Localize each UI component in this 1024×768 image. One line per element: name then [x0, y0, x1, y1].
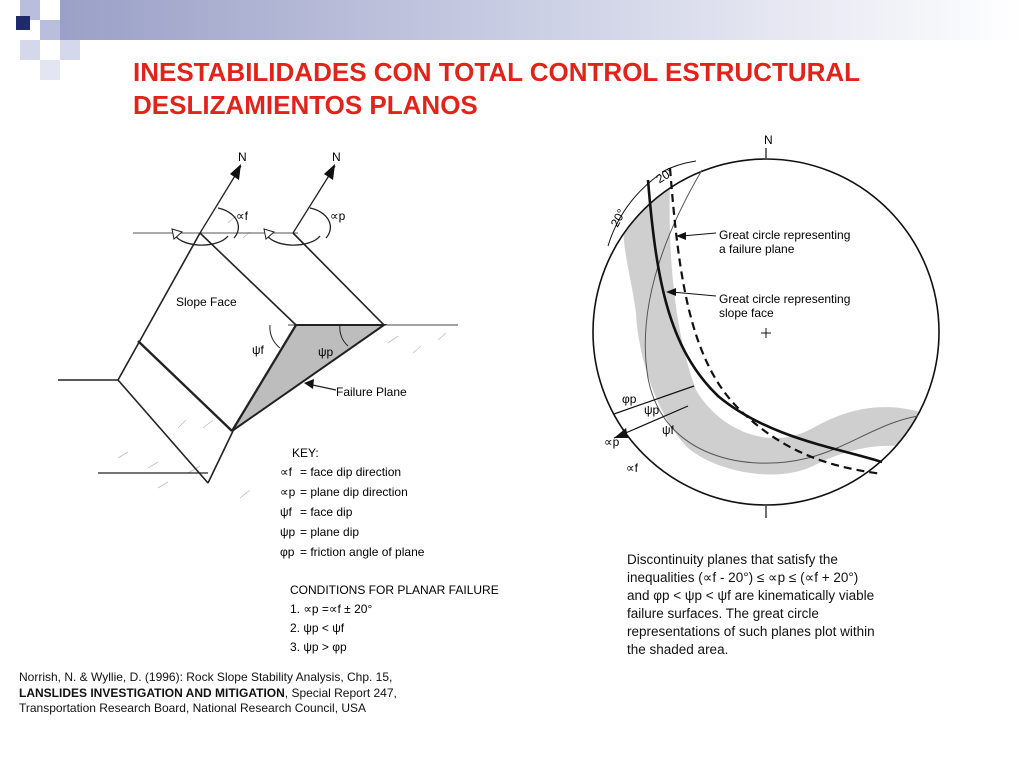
- caption-line: the shaded area.: [627, 642, 729, 657]
- deco-square: [0, 0, 20, 20]
- deco-square: [60, 40, 80, 60]
- deco-square: [20, 40, 40, 60]
- caption-line: inequalities (∝f - 20°) ≤ ∝p ≤ (∝f + 20°…: [627, 570, 859, 585]
- page-title: INESTABILIDADES CON TOTAL CONTROL ESTRUC…: [133, 56, 860, 122]
- deco-square: [40, 0, 60, 20]
- caption-line: failure surfaces. The great circle: [627, 606, 819, 621]
- source-citation: Norrish, N. & Wyllie, D. (1996): Rock Sl…: [19, 670, 489, 717]
- slope-face-great-circle: [646, 179, 883, 464]
- title-line-1: INESTABILIDADES CON TOTAL CONTROL ESTRUC…: [133, 57, 861, 87]
- key-text: = face dip direction: [300, 465, 401, 479]
- citation-line-1: Norrish, N. & Wyllie, D. (1996): Rock Sl…: [19, 670, 393, 684]
- key-symbol: ∝f: [280, 465, 293, 479]
- citation-line-3: Transportation Research Board, National …: [19, 701, 367, 715]
- failure-plane-label-line-1: Great circle representing: [719, 228, 850, 242]
- north-label-2: N: [332, 150, 341, 164]
- phi-p-label: φp: [622, 392, 637, 406]
- alpha-f-label: ∝f: [626, 461, 639, 475]
- key-list: ∝f = face dip direction ∝p = plane dip d…: [280, 465, 425, 559]
- key-text: = plane dip: [300, 525, 359, 539]
- caption-line: Discontinuity planes that satisfy the: [627, 552, 838, 567]
- failure-plane-great-circle: [668, 167, 883, 476]
- north-label-1: N: [238, 150, 247, 164]
- stereonet-diagram: N 20° 20° Great circle representing a fa…: [592, 133, 940, 518]
- key-symbol: ∝p: [280, 485, 296, 499]
- alpha-f-label: ∝f: [236, 209, 249, 223]
- psi-f-label: ψf: [662, 423, 675, 437]
- north-label: N: [764, 133, 773, 147]
- deco-square: [40, 20, 60, 40]
- condition-1: 1. ∝p =∝f ± 20°: [290, 602, 372, 616]
- caption-line: and φp < ψp < ψf are kinematically viabl…: [627, 588, 875, 603]
- slope-face-label-line-1: Great circle representing: [719, 292, 850, 306]
- conditions-heading: CONDITIONS FOR PLANAR FAILURE: [290, 583, 499, 597]
- condition-3: 3. ψp > φp: [290, 640, 347, 654]
- alpha-p-label: ∝p: [604, 435, 620, 449]
- key-text: = face dip: [300, 505, 353, 519]
- deco-square-dark: [16, 16, 30, 30]
- slope-face-label: Slope Face: [176, 295, 237, 309]
- key-symbol: ψf: [280, 505, 293, 519]
- failure-plane-label-line-2: a failure plane: [719, 242, 795, 256]
- failure-plane-label: Failure Plane: [336, 385, 407, 399]
- key-symbol: φp: [280, 545, 295, 559]
- psi-f-label: ψf: [252, 343, 265, 357]
- key-symbol: ψp: [280, 525, 296, 539]
- shaded-region: [623, 180, 938, 475]
- condition-2: 2. ψp < ψf: [290, 621, 345, 635]
- citation-line-2: LANSLIDES INVESTIGATION AND MITIGATION, …: [19, 686, 489, 702]
- angle-label-1: 20°: [608, 207, 629, 230]
- slope-face-label-line-2: slope face: [719, 306, 774, 320]
- angle-label-2: 20°: [654, 165, 677, 187]
- citation-title: LANSLIDES INVESTIGATION AND MITIGATION: [19, 685, 285, 700]
- psi-p-label: ψp: [644, 403, 660, 417]
- deco-square: [20, 0, 40, 20]
- planar-failure-block-diagram: N N ∝f ∝p Slope Face ψf ψp Failure Plane…: [58, 150, 499, 654]
- deco-square: [40, 60, 60, 80]
- key-text: = friction angle of plane: [300, 545, 425, 559]
- psi-p-label: ψp: [318, 345, 334, 359]
- title-line-2: DESLIZAMIENTOS PLANOS: [133, 90, 478, 120]
- alpha-p-label: ∝p: [330, 209, 346, 223]
- key-text: = plane dip direction: [300, 485, 408, 499]
- header-gradient-bar: [60, 0, 1024, 40]
- key-heading: KEY:: [292, 446, 319, 460]
- citation-rest: , Special Report 247,: [284, 685, 397, 700]
- stereonet-caption: Discontinuity planes that satisfy the in…: [627, 551, 917, 659]
- caption-line: representations of such planes plot with…: [627, 624, 875, 639]
